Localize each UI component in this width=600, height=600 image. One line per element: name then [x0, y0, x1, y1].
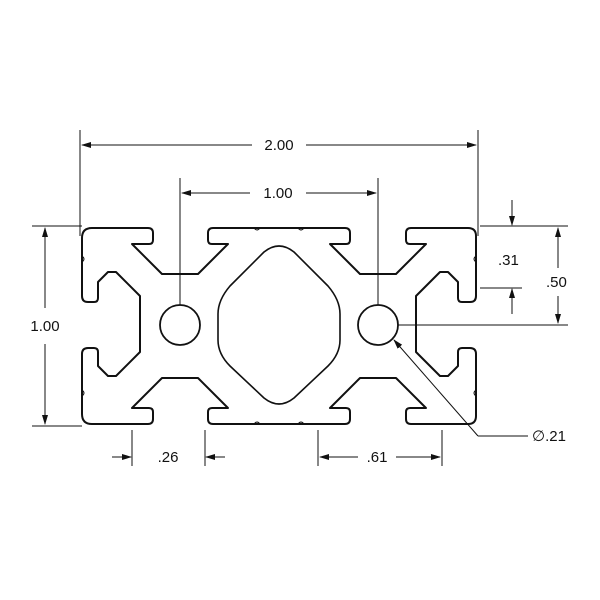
right-bolt-hole [357, 304, 399, 346]
overall-height-label: 1.00 [30, 318, 59, 335]
slot-width-label: .61 [367, 449, 388, 466]
dimension-labels: 2.00 1.00 1.00 .31 .50 .26 .61 ∅.21 [30, 137, 566, 466]
hole-diameter-label: ∅.21 [532, 428, 566, 445]
profile-cross-section [81, 227, 477, 425]
slot-opening-label: .26 [158, 449, 179, 466]
extension-lines [32, 130, 568, 466]
left-bolt-hole [159, 304, 201, 346]
dimension-lines [42, 142, 561, 460]
slot-offset-label: .31 [498, 252, 519, 269]
overall-width-label: 2.00 [264, 137, 293, 154]
hole-spacing-label: 1.00 [263, 185, 292, 202]
center-height-label: .50 [546, 274, 567, 291]
center-cavity [217, 245, 341, 405]
surface-grooves [81, 227, 477, 425]
